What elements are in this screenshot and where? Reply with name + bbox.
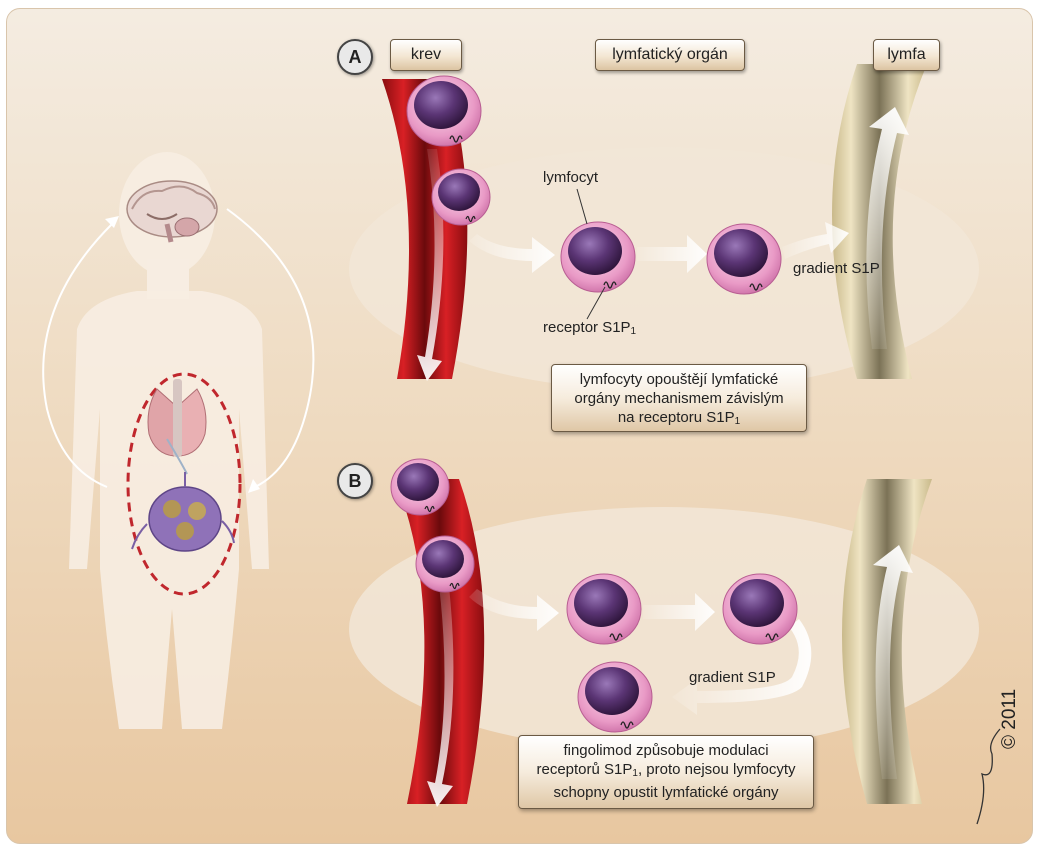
caption-a-line1: lymfocyty opouštějí lymfatické xyxy=(579,371,779,388)
artist-signature xyxy=(976,728,1001,825)
header-lymph: lymfa xyxy=(873,39,940,71)
lymphocyte-a4 xyxy=(706,223,782,295)
header-lymphatic-organ: lymfatický orgán xyxy=(595,39,745,71)
migration-arrow-a2 xyxy=(637,235,707,273)
lymph-flow-arrow-b xyxy=(873,545,913,779)
caption-panel-a: lymfocyty opouštějí lymfatické orgány me… xyxy=(551,364,807,432)
lymphocyte-b2 xyxy=(415,535,475,593)
lymph-node-icon xyxy=(131,472,235,552)
caption-a-line3-sub: 1 xyxy=(734,416,741,427)
migration-arrow-b1 xyxy=(469,589,559,631)
organ-region-b xyxy=(349,507,979,751)
lymphocyte-b1 xyxy=(390,458,450,516)
lymphocyte-a2 xyxy=(431,168,491,226)
label-receptor-sub: 1 xyxy=(630,326,637,337)
label-gradient-a: gradient S1P xyxy=(793,260,880,277)
label-lymphocyte: lymfocyt xyxy=(543,169,599,186)
circulation-arrows xyxy=(42,208,315,488)
thymus-icon xyxy=(147,379,207,475)
caption-a-line3: na receptoru S1P1 xyxy=(560,408,798,431)
migration-arrow-a1 xyxy=(469,234,555,273)
organ-region-a xyxy=(349,147,979,391)
lymph-flow-arrow-a xyxy=(866,107,909,349)
lymphocyte-pointer xyxy=(576,188,588,225)
exit-arrow-a xyxy=(782,222,849,259)
caption-a-line3-text: na receptoru S1P xyxy=(617,409,735,426)
copyright-notice: © 2011 xyxy=(999,688,1020,749)
header-blood: krev xyxy=(390,39,462,71)
label-gradient-b: gradient S1P xyxy=(689,669,776,686)
receptor-pointer xyxy=(586,286,606,320)
lymphocyte-b3 xyxy=(566,573,642,645)
blood-vessel-a xyxy=(382,79,468,379)
migration-arrow-b2 xyxy=(643,593,715,631)
blood-flow-arrow-b xyxy=(427,569,454,807)
brain-icon xyxy=(126,180,218,243)
caption-b-line2-sub: 1 xyxy=(632,768,638,779)
label-receptor: receptor S1P1 xyxy=(543,319,636,337)
caption-panel-b: fingolimod způsobuje modulaci receptorů … xyxy=(518,735,814,809)
return-arrow-b xyxy=(672,619,812,715)
caption-b-line2-post: , proto nejsou lymfocyty xyxy=(637,761,796,778)
lymphocyte-a1 xyxy=(406,75,482,147)
panel-b-marker: B xyxy=(337,463,373,499)
caption-b-line2-pre: receptorů S1P xyxy=(536,761,633,778)
organ-dashed-outline xyxy=(126,372,242,596)
label-receptor-text: receptor S1P xyxy=(543,319,631,336)
diagram-art xyxy=(42,64,1001,825)
lymphocyte-b5 xyxy=(577,661,653,733)
lymphocyte-a3 xyxy=(560,221,636,293)
caption-b-line2: receptorů S1P1, proto nejsou lymfocyty xyxy=(527,760,805,783)
lymphocyte-b4 xyxy=(722,573,798,645)
caption-b-line3: schopny opustit lymfatické orgány xyxy=(553,784,779,801)
caption-a-line2: orgány mechanismem závislým xyxy=(574,390,784,407)
figure-frame: A B krev lymfatický orgán lymfa lymfocyt… xyxy=(6,8,1033,844)
caption-b-line1: fingolimod způsobuje modulaci xyxy=(563,742,769,759)
panel-a-marker: A xyxy=(337,39,373,75)
